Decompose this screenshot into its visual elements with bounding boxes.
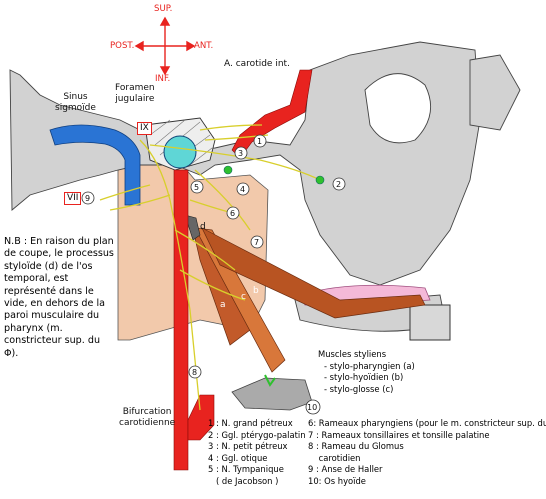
legend-item-8: 8 : Rameau du Glomus: [308, 441, 546, 453]
tympanic-cavity: [164, 136, 196, 168]
legend-item-7: 7 : Rameaux tonsillaires et tonsille pal…: [308, 430, 546, 442]
legend-item-5b: ( de Jacobson ): [208, 476, 306, 488]
label-ant: ANT.: [194, 41, 213, 52]
muscles-title: Muscles styliens: [318, 349, 415, 361]
num-2: 2: [336, 179, 341, 190]
muscle-a: - stylo-pharyngien (a): [318, 361, 415, 373]
muscle-c: - stylo-glosse (c): [318, 384, 415, 396]
num-5: 5: [194, 182, 199, 193]
mandible-section: [410, 305, 450, 340]
num-8: 8: [192, 367, 197, 378]
letter-a: a: [220, 300, 226, 311]
nerve-box-ix: IX: [137, 122, 152, 135]
label-sinus: Sinus sigmoïde: [55, 92, 96, 114]
legend-item-6: 6: Rameaux pharyngiens (pour le m. const…: [308, 418, 546, 430]
legend-right: 6: Rameaux pharyngiens (pour le m. const…: [308, 418, 546, 488]
otic-ganglion: [224, 166, 232, 174]
legend-left: 1 : N. grand pétreux 2 : Ggl. ptérygo-pa…: [208, 418, 306, 488]
num-1: 1: [257, 136, 262, 147]
num-9: 9: [85, 193, 90, 204]
label-inf: INF.: [155, 74, 170, 85]
muscle-b: - stylo-hyoïdien (b): [318, 372, 415, 384]
num-10: 10: [307, 402, 317, 413]
letter-c: c: [241, 292, 246, 303]
orbit-fragment: [470, 55, 520, 130]
legend-item-9: 9 : Anse de Haller: [308, 464, 546, 476]
label-sup: SUP.: [154, 4, 172, 15]
legend-item-10: 10: Os hyoïde: [308, 476, 546, 488]
nerve-box-vii: VII: [64, 192, 81, 205]
note-nb: N.B : En raison du plan de coupe, le pro…: [4, 236, 116, 360]
legend-item-2: 2 : Ggl. ptérygo-palatin: [208, 430, 306, 442]
orientation-cross: [136, 18, 194, 74]
label-bifurcation: Bifurcation carotidienne: [119, 407, 175, 429]
legend-item-3: 3 : N. petit pétreux: [208, 441, 306, 453]
label-post: POST.: [110, 41, 134, 52]
num-3: 3: [238, 148, 243, 159]
label-foramen: Foramen jugulaire: [115, 83, 155, 105]
pterygopalatine-ganglion: [316, 176, 324, 184]
letter-d: d: [200, 222, 206, 233]
internal-carotid-artery: [174, 170, 188, 470]
label-carotide-int: A. carotide int.: [224, 59, 290, 70]
num-4: 4: [240, 184, 245, 195]
legend-item-1: 1 : N. grand pétreux: [208, 418, 306, 430]
muscles-block: Muscles styliens - stylo-pharyngien (a) …: [318, 349, 415, 395]
legend-item-8b: carotidien: [308, 453, 546, 465]
num-6: 6: [230, 208, 235, 219]
num-7: 7: [254, 237, 259, 248]
letter-b: b: [253, 286, 259, 297]
legend-item-5: 5 : N. Tympanique: [208, 464, 306, 476]
legend-item-4: 4 : Ggl. otique: [208, 453, 306, 465]
